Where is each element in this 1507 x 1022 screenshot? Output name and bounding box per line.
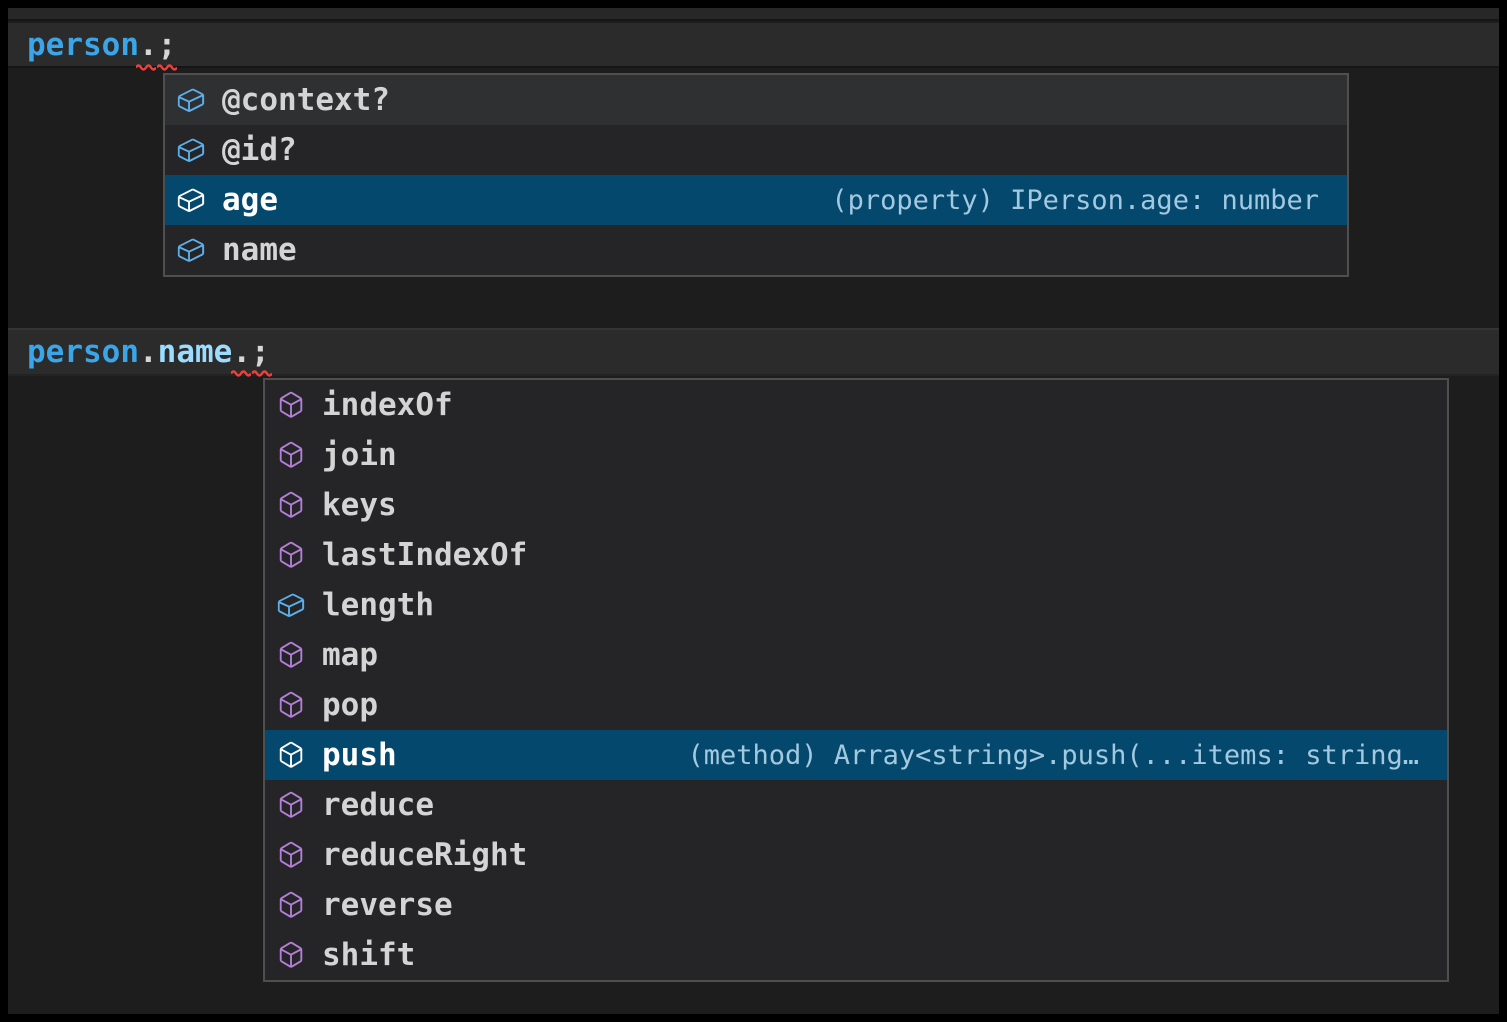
code-token-punctuation: . [138, 27, 158, 63]
suggestion-label: shift [322, 937, 416, 973]
suggestion-label: map [322, 637, 378, 673]
symbol-method-icon [276, 390, 306, 420]
suggestion-item-pop[interactable]: pop [265, 680, 1447, 730]
code-token-punctuation: ; [250, 334, 270, 370]
suggestion-label: pop [322, 687, 378, 723]
code-token-identifier: person [27, 334, 139, 370]
suggestion-label: indexOf [322, 387, 453, 423]
suggestion-item-lastindexof[interactable]: lastIndexOf [265, 530, 1447, 580]
suggestion-item-id[interactable]: @id? [165, 125, 1347, 175]
suggestion-item-reduceright[interactable]: reduceRight [265, 830, 1447, 880]
symbol-method-icon [276, 740, 306, 770]
code-token-property: name [157, 334, 233, 370]
symbol-method-icon [276, 790, 306, 820]
suggestion-label: length [322, 587, 434, 623]
symbol-method-icon [276, 690, 306, 720]
suggestion-item-shift[interactable]: shift [265, 930, 1447, 980]
code-line-1-text: person.; [8, 23, 1499, 67]
symbol-method-icon [276, 440, 306, 470]
symbol-method-icon [276, 940, 306, 970]
suggestion-detail: (property) IPerson.age: number [831, 184, 1319, 216]
error-squiggle-icon [136, 64, 156, 71]
suggestion-label: join [322, 437, 397, 473]
symbol-field-icon [176, 235, 206, 265]
suggestion-label: push [322, 737, 397, 773]
code-token-identifier: person [27, 27, 139, 63]
symbol-field-icon [176, 85, 206, 115]
symbol-method-icon [276, 890, 306, 920]
suggestion-label: keys [322, 487, 397, 523]
suggestion-label: name [222, 232, 297, 268]
suggestion-detail: (method) Array<string>.push(...items: st… [687, 739, 1420, 771]
symbol-field-icon [176, 185, 206, 215]
suggestion-item-age[interactable]: age (property) IPerson.age: number [165, 175, 1347, 225]
suggest-widget-person-name[interactable]: indexOf join keys lastIndexOf length map pop pu… [263, 378, 1449, 982]
suggestion-label: @id? [222, 132, 297, 168]
code-token-punctuation: . [232, 334, 251, 370]
suggestion-item-reverse[interactable]: reverse [265, 880, 1447, 930]
suggestion-item-join[interactable]: join [265, 430, 1447, 480]
code-line-2-text: person.name.; [8, 330, 1499, 374]
code-token-punctuation: . [138, 334, 158, 370]
suggestion-item-indexof[interactable]: indexOf [265, 380, 1447, 430]
symbol-method-icon [276, 640, 306, 670]
symbol-field-icon [276, 590, 306, 620]
error-squiggle-icon [231, 370, 251, 377]
code-line-2[interactable]: person.name.; [8, 328, 1499, 376]
suggestion-item-context[interactable]: @context? [165, 75, 1347, 125]
suggestion-label: reduceRight [322, 837, 528, 873]
suggestion-label: lastIndexOf [322, 537, 528, 573]
code-editor[interactable]: person.; person.name.; @context?@id?age(… [8, 8, 1499, 1014]
suggestion-label: reduce [322, 787, 434, 823]
suggestion-item-push[interactable]: push (method) Array<string>.push(...items… [265, 730, 1447, 780]
editor-empty-line [8, 8, 1499, 21]
suggestion-item-keys[interactable]: keys [265, 480, 1447, 530]
error-squiggle-icon [252, 370, 272, 377]
code-token-punctuation: ; [157, 27, 177, 63]
error-squiggle-icon [157, 64, 177, 71]
suggestion-item-map[interactable]: map [265, 630, 1447, 680]
symbol-method-icon [276, 490, 306, 520]
suggestion-label: @context? [222, 82, 390, 118]
suggestion-item-reduce[interactable]: reduce [265, 780, 1447, 830]
suggestion-item-length[interactable]: length [265, 580, 1447, 630]
suggestion-label: age [222, 182, 278, 218]
suggestion-item-name[interactable]: name [165, 225, 1347, 275]
symbol-method-icon [276, 540, 306, 570]
symbol-method-icon [276, 840, 306, 870]
suggestion-label: reverse [322, 887, 453, 923]
suggest-widget-person[interactable]: @context? @id? age (property) IPerson.age: … [163, 73, 1349, 277]
symbol-field-icon [176, 135, 206, 165]
code-line-1[interactable]: person.; [8, 23, 1499, 68]
